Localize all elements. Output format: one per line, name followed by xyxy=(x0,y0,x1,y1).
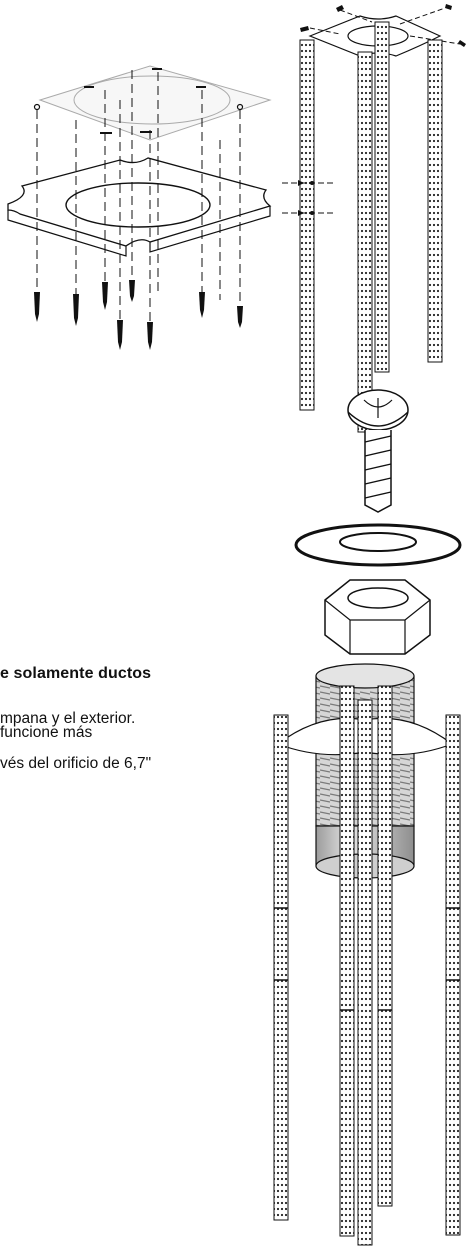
rail-assembly-figure xyxy=(282,4,466,433)
plate-assembly-figure xyxy=(7,65,272,350)
body-text-line-1: mpana y el exterior. xyxy=(0,710,136,727)
hardware-figure xyxy=(294,389,462,655)
body-text-line-3: vés del orificio de 6,7" xyxy=(0,755,152,772)
duct-rail-figure xyxy=(273,663,461,1246)
section-heading: e solamente ductos xyxy=(0,665,152,682)
body-text-line-2: funcione más xyxy=(0,724,93,741)
